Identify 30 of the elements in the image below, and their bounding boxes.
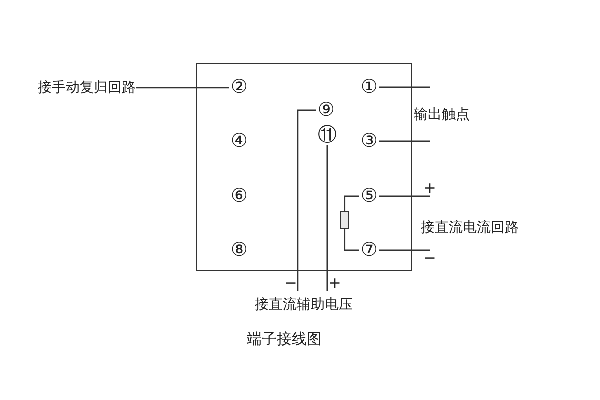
terminal-number: ② (229, 77, 250, 98)
terminal-number: ⑧ (229, 240, 250, 260)
terminal-number: ⑥ (229, 186, 250, 206)
terminal-number: ③ (359, 131, 380, 152)
wire (344, 196, 360, 212)
terminal-number: ⑨ (316, 100, 336, 120)
wire (379, 86, 430, 88)
wire (344, 229, 360, 252)
polarity-sign: − (423, 251, 437, 265)
terminal-number: ⑪ (317, 125, 338, 146)
terminal-number: ④ (229, 131, 250, 152)
terminal-number: ① (359, 77, 380, 98)
caption: 端子接线图 (247, 331, 322, 347)
label-text: 接直流电流回路 (421, 220, 519, 236)
wire (379, 140, 430, 142)
terminal-number: ⑤ (359, 186, 380, 206)
wire (297, 110, 316, 291)
label-text: 输出触点 (414, 107, 470, 123)
relay-housing (196, 63, 412, 271)
wire (326, 145, 328, 291)
wire (379, 196, 430, 198)
resistor-symbol (340, 211, 350, 230)
label-text: 接直流辅助电压 (255, 297, 353, 313)
polarity-sign: − (284, 276, 298, 291)
wire (379, 250, 430, 252)
polarity-sign: + (328, 276, 342, 291)
annotation-text: 接手动复归回路 (38, 80, 136, 96)
wire (136, 87, 230, 89)
polarity-sign: + (423, 181, 437, 197)
terminal-number: ⑦ (359, 240, 380, 260)
